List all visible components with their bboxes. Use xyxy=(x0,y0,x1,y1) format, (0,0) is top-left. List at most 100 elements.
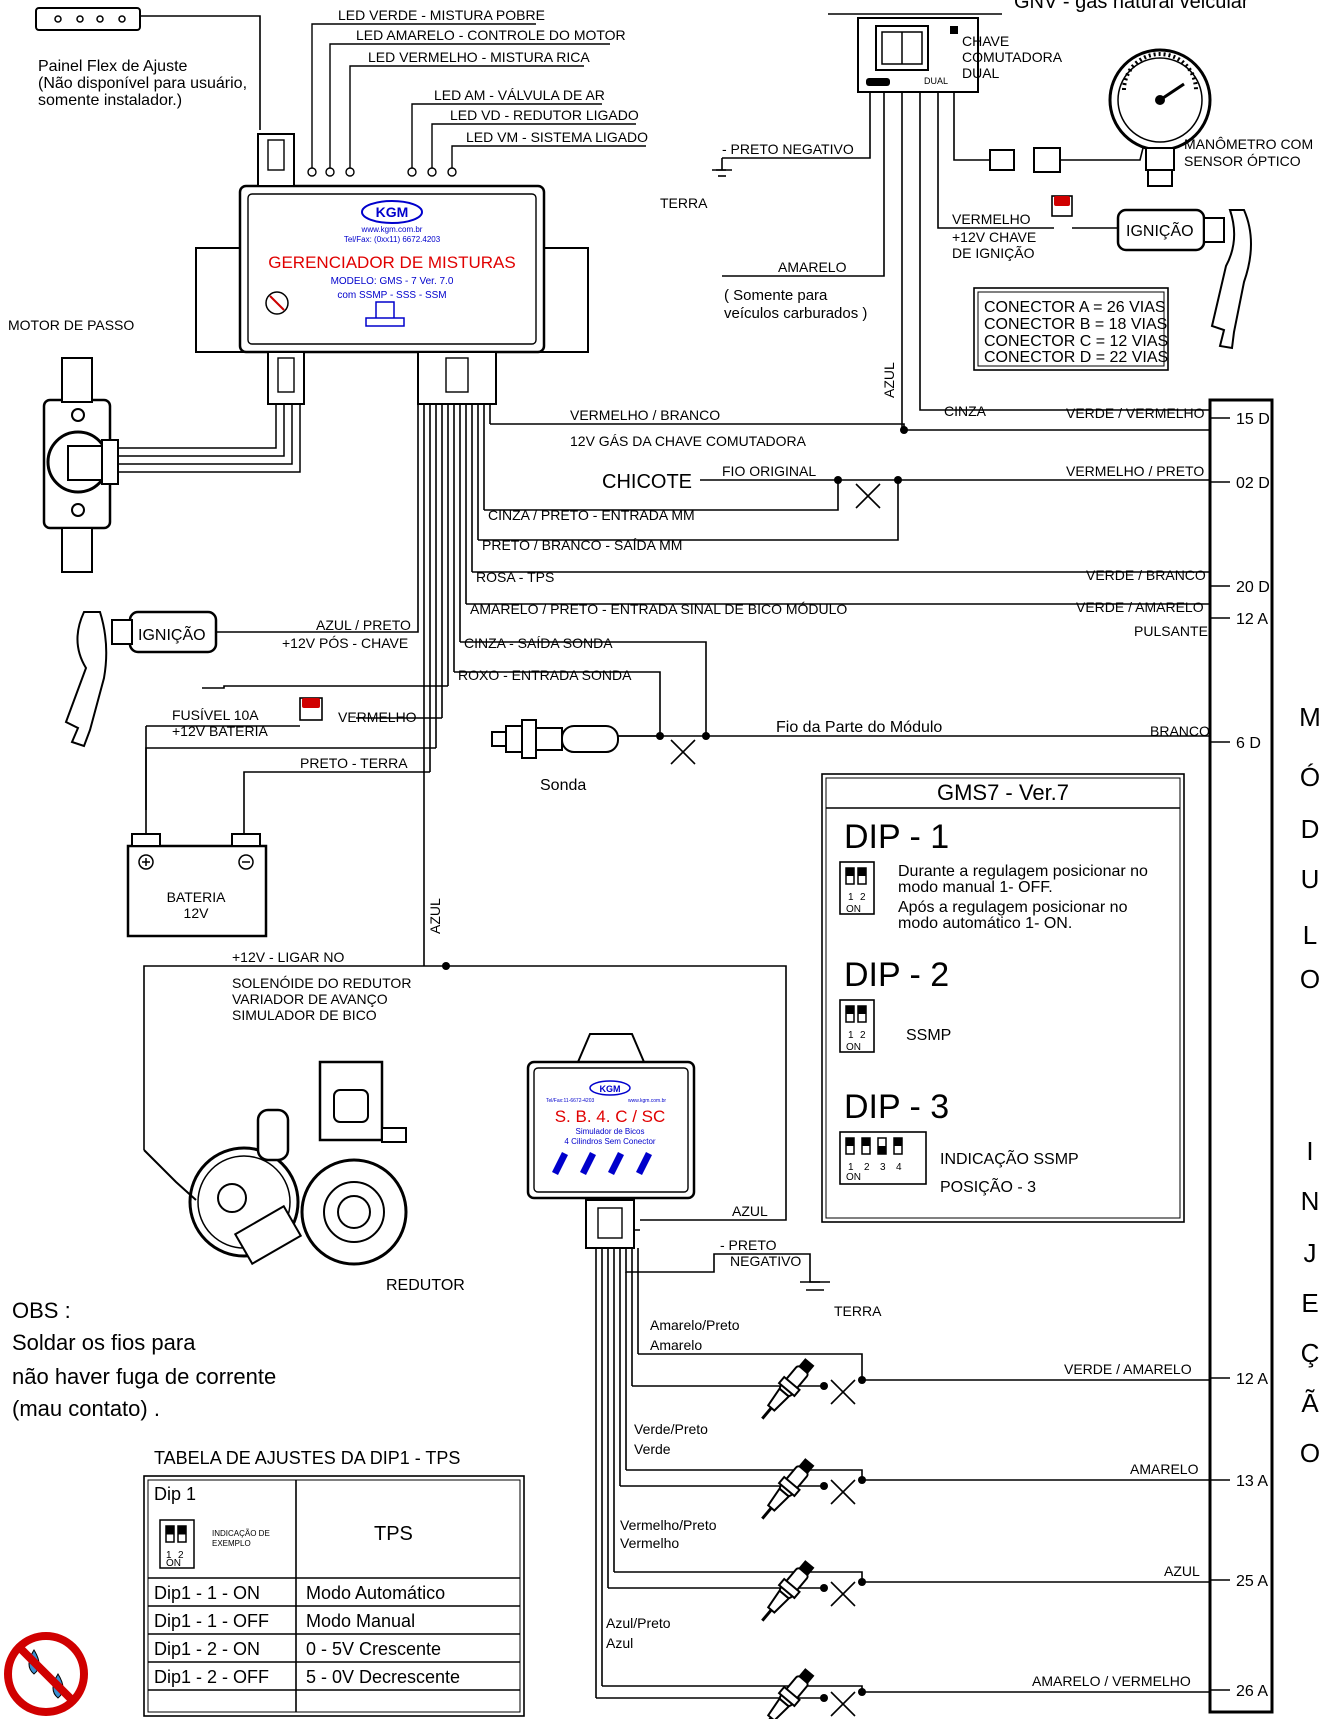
switch-cinza: CINZA xyxy=(944,403,987,419)
injector-simulator xyxy=(526,1033,696,1249)
injector-icon xyxy=(753,1664,820,1719)
wire-gas-chave: 12V GÁS DA CHAVE COMUTADORA xyxy=(570,433,807,449)
ecu-title: GERENCIADOR DE MISTURAS xyxy=(268,253,515,272)
inj3-bottom: Vermelho xyxy=(620,1535,679,1551)
switch-label-3: DUAL xyxy=(962,65,1000,81)
dip1-on: ON xyxy=(846,904,861,915)
sim-sub1: Simulador de Bicos xyxy=(576,1127,645,1136)
ecu-box xyxy=(195,133,589,405)
led-label-3: LED AM - VÁLVULA DE AR xyxy=(434,87,605,103)
switch-preto-negativo: - PRETO NEGATIVO xyxy=(722,141,854,157)
dip3-n1: 1 xyxy=(848,1162,854,1173)
wire-azul-vertical: AZUL xyxy=(427,898,443,934)
module-letter: L xyxy=(1303,920,1317,950)
wire-fio-original: FIO ORIGINAL xyxy=(722,463,816,479)
dip3-text-2: POSIÇÃO - 3 xyxy=(940,1176,1036,1196)
dip2-n1: 1 xyxy=(848,1030,854,1041)
table-row3-a: Dip1 - 2 - OFF xyxy=(154,1667,269,1687)
fuse-vermelho: VERMELHO xyxy=(338,709,417,725)
wire-pulsante: PULSANTE xyxy=(1134,623,1208,639)
module-letter: D xyxy=(1301,814,1320,844)
no-water-icon xyxy=(4,1632,88,1716)
connector-d: CONECTOR D = 22 VIAS xyxy=(984,349,1168,366)
inj3-top: Vermelho/Preto xyxy=(620,1517,717,1533)
bateria-volt: 12V xyxy=(184,905,210,921)
ecu-variants: com SSMP - SSS - SSM xyxy=(337,290,446,301)
motor-passo-label: MOTOR DE PASSO xyxy=(8,317,134,333)
connector-box-inner xyxy=(977,291,1165,367)
junction-dot xyxy=(894,476,902,484)
carb-line-2: veículos carburados ) xyxy=(724,305,867,322)
dip3-text-1: INDICAÇÃO SSMP xyxy=(940,1148,1079,1168)
splice-cross xyxy=(670,739,696,765)
dip3-n4: 4 xyxy=(896,1162,902,1173)
dip2-text: SSMP xyxy=(906,1027,951,1044)
table-row1-b: Modo Manual xyxy=(306,1611,415,1631)
wire-preto-branco: PRETO / BRANCO - SAÍDA MM xyxy=(482,537,682,553)
module-letter: Ã xyxy=(1301,1388,1319,1418)
pin-02d: 02 D xyxy=(1236,475,1270,492)
sim-preto-2: NEGATIVO xyxy=(730,1253,801,1269)
table-indicacao-1: INDICAÇÃO DE xyxy=(212,1529,270,1538)
switch-label-1: CHAVE xyxy=(962,33,1009,49)
junction-dot xyxy=(834,476,842,484)
sim-sub2: 4 Cilindros Sem Conector xyxy=(564,1137,655,1146)
injection-module xyxy=(1208,398,1274,1714)
junction-dot xyxy=(820,1694,828,1702)
table-row0-b: Modo Automático xyxy=(306,1583,445,1603)
ecu-model: MODELO: GMS - 7 Ver. 7.0 xyxy=(331,276,454,287)
table-n1: 1 xyxy=(166,1550,172,1561)
table-dip: Dip 1 xyxy=(154,1484,196,1504)
dip2-title: DIP - 2 xyxy=(844,956,949,994)
obs-3: (mau contato) . xyxy=(12,1396,160,1421)
lambda-sensor xyxy=(491,719,660,759)
obs-2: não haver fuga de corrente xyxy=(12,1364,276,1389)
sim-phone: Tel/Fax:11-6672-4203 xyxy=(546,1098,594,1104)
carb-line-1: ( Somente para xyxy=(724,287,828,304)
panel-label-2: (Não disponível para usuário, xyxy=(38,75,247,92)
led-label-4: LED VD - REDUTOR LIGADO xyxy=(450,107,639,123)
battery-section xyxy=(126,697,323,938)
dip1-n1: 1 xyxy=(848,892,854,903)
sim-azul: AZUL xyxy=(732,1203,768,1219)
manometer-label-1: MANÔMETRO COM xyxy=(1184,136,1313,152)
splice-cross xyxy=(830,1479,856,1505)
dip-box-title: GMS7 - Ver.7 xyxy=(937,780,1069,805)
module-letter: J xyxy=(1304,1238,1317,1268)
sim-title: S. B. 4. C / SC xyxy=(555,1107,666,1126)
switch-azul: AZUL xyxy=(881,362,897,398)
obs-0: OBS : xyxy=(12,1298,71,1323)
sim-terra: TERRA xyxy=(834,1303,882,1319)
splice-cross xyxy=(830,1691,856,1717)
ignition-top xyxy=(1051,195,1252,350)
module-letter: I xyxy=(1306,1136,1313,1166)
splice-cross xyxy=(830,1581,856,1607)
switch-amarelo: AMARELO xyxy=(778,259,847,275)
module-pins xyxy=(1210,417,1230,1691)
switch-vermelho: VERMELHO xyxy=(952,211,1031,227)
inj4-bottom: Azul xyxy=(606,1635,633,1651)
wire-roxo-sonda: ROXO - ENTRADA SONDA xyxy=(458,667,632,683)
dip-box xyxy=(821,773,1185,1223)
wire-verde-branco: VERDE / BRANCO xyxy=(1086,567,1206,583)
dip1-title: DIP - 1 xyxy=(844,818,949,856)
inj1-top: Amarelo/Preto xyxy=(650,1317,740,1333)
module-letter: Ó xyxy=(1300,762,1320,792)
ecu-site: www.kgm.com.br xyxy=(361,225,423,234)
wire-cinza-preto: CINZA / PRETO - ENTRADA MM xyxy=(488,507,695,523)
fusivel-label: FUSÍVEL 10A xyxy=(172,707,259,723)
inj1-right: VERDE / AMARELO xyxy=(1064,1361,1192,1377)
inj2-top: Verde/Preto xyxy=(634,1421,708,1437)
dual-switch xyxy=(828,13,1002,93)
table-row2-b: 0 - 5V Crescente xyxy=(306,1639,441,1659)
connector-box xyxy=(973,287,1169,371)
module-letter: O xyxy=(1300,1438,1320,1468)
ecu-phone: Tel/Fax: (0xx11) 6672.4203 xyxy=(344,235,441,244)
switch-terra: TERRA xyxy=(660,195,708,211)
junction-dot xyxy=(442,962,450,970)
pin-25a: 25 A xyxy=(1236,1573,1268,1590)
table-row0-a: Dip1 - 1 - ON xyxy=(154,1583,260,1603)
dip3-n2: 2 xyxy=(864,1162,870,1173)
